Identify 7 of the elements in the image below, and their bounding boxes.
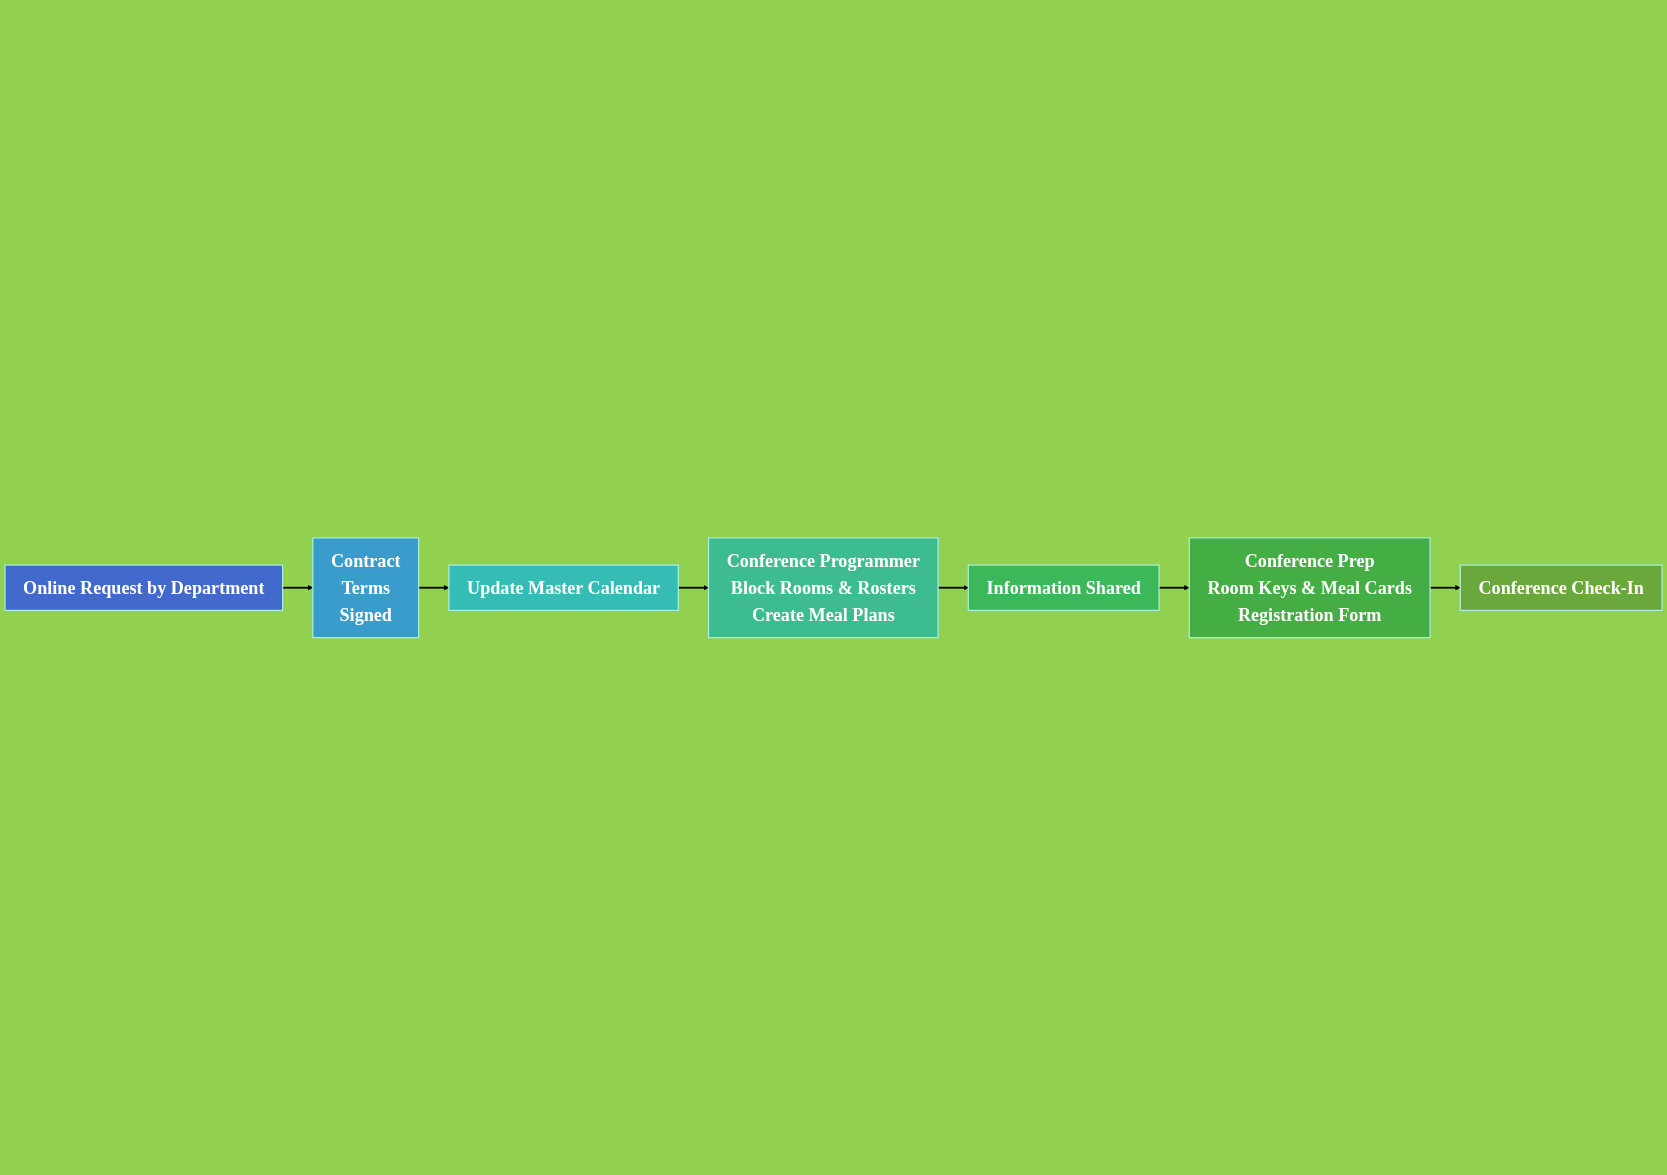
node-box: Conference Prep Room Keys & Meal Cards Registration Form <box>1188 537 1431 638</box>
node-box: Contract Terms Signed <box>312 537 420 638</box>
node-box: Information Shared <box>967 564 1160 611</box>
node-box: Online Request by Department <box>4 564 284 611</box>
node-box: Conference Programmer Block Rooms & Rosters Create Meal Plans <box>707 537 939 638</box>
node-box: Conference Check-In <box>1459 564 1663 611</box>
node-box: Update Master Calendar <box>448 564 679 611</box>
